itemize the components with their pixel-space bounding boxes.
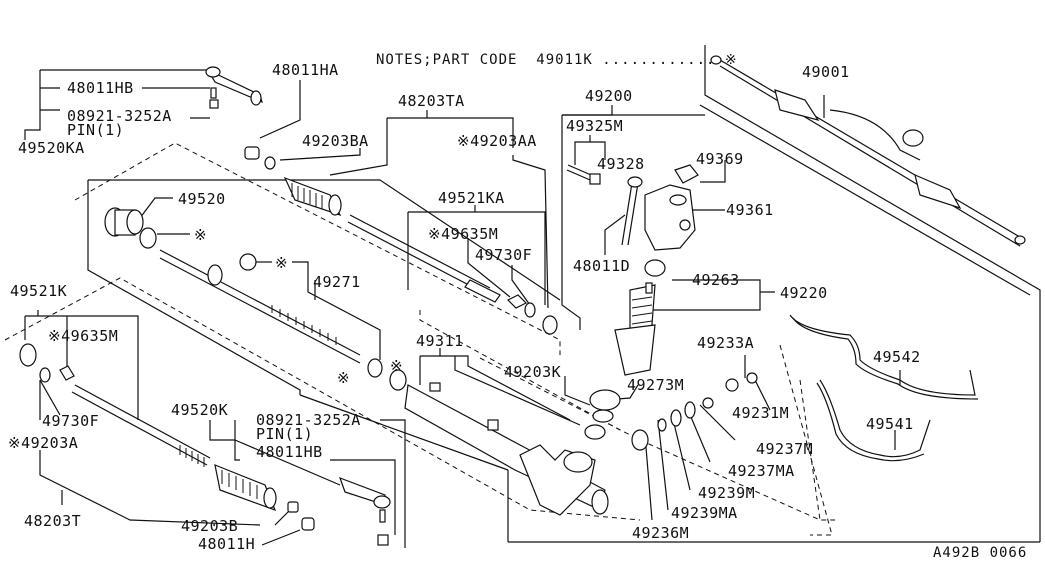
part-code-note: NOTES;PART CODE 49011K ............ ※: [376, 52, 738, 68]
part-label-49521KA[interactable]: 49521KA: [438, 189, 505, 207]
part-label-49730F-left[interactable]: 49730F: [42, 412, 100, 430]
star-marker: ※: [337, 369, 351, 387]
pin-qty-label-bottom: PIN(1): [256, 425, 314, 443]
part-label-49233A[interactable]: 49233A: [697, 334, 755, 352]
part-label-48203T[interactable]: 48203T: [24, 512, 82, 530]
part-label-49239MA[interactable]: 49239MA: [671, 504, 738, 522]
part-label-49200[interactable]: 49200: [585, 87, 633, 105]
part-label-08921-3252A-top[interactable]: 08921-3252A: [67, 107, 172, 125]
part-label-49520[interactable]: 49520: [178, 190, 226, 208]
part-shapes: [19, 55, 1026, 546]
part-label-49203A[interactable]: ※49203A: [8, 434, 79, 452]
star-marker: ※: [390, 357, 404, 375]
star-marker: ※: [275, 254, 289, 272]
part-label-49237MA[interactable]: 49237MA: [728, 462, 795, 480]
part-label-49521K[interactable]: 49521K: [10, 282, 68, 300]
pin-qty-label-top: PIN(1): [67, 121, 125, 139]
frame-lines: [4, 45, 1041, 543]
star-marker: ※: [194, 226, 208, 244]
part-label-49730F-right[interactable]: 49730F: [475, 246, 533, 264]
part-label-49541[interactable]: 49541: [866, 415, 914, 433]
part-label-48011HB-bottom[interactable]: 48011HB: [256, 443, 323, 461]
part-label-49236M[interactable]: 49236M: [632, 524, 690, 542]
part-label-49001[interactable]: 49001: [802, 63, 850, 81]
part-label-48011HA[interactable]: 48011HA: [272, 61, 339, 79]
figure-code: A492B 0066: [933, 545, 1028, 561]
part-label-49361[interactable]: 49361: [726, 201, 774, 219]
part-label-49220[interactable]: 49220: [780, 284, 828, 302]
part-label-49520K[interactable]: 49520K: [171, 401, 229, 419]
part-label-49369[interactable]: 49369: [696, 150, 744, 168]
part-label-49203AA[interactable]: ※49203AA: [457, 132, 537, 150]
part-label-49263[interactable]: 49263: [692, 271, 740, 289]
part-label-49273M[interactable]: 49273M: [627, 376, 685, 394]
part-label-49203B[interactable]: 49203B: [181, 517, 239, 535]
part-label-49203BA[interactable]: 49203BA: [302, 132, 369, 150]
part-label-49325M[interactable]: 49325M: [566, 117, 624, 135]
part-label-49237M[interactable]: 49237M: [756, 440, 814, 458]
part-label-48011H[interactable]: 48011H: [198, 535, 256, 553]
part-label-48011HB-top[interactable]: 48011HB: [67, 79, 134, 97]
part-label-49311[interactable]: 49311: [416, 332, 464, 350]
part-label-08921-3252A-bottom[interactable]: 08921-3252A: [256, 411, 361, 429]
part-label-49635M-right[interactable]: ※49635M: [428, 225, 499, 243]
part-label-49542[interactable]: 49542: [873, 348, 921, 366]
part-label-49635M-left[interactable]: ※49635M: [48, 327, 119, 345]
leader-lines: [24, 69, 901, 548]
part-label-49520KA[interactable]: 49520KA: [18, 139, 85, 157]
part-label-48203TA[interactable]: 48203TA: [398, 92, 465, 110]
part-label-49231M[interactable]: 49231M: [732, 404, 790, 422]
part-label-49239M[interactable]: 49239M: [698, 484, 756, 502]
part-label-49328[interactable]: 49328: [597, 155, 645, 173]
part-label-49271[interactable]: 49271: [313, 273, 361, 291]
part-label-49203K[interactable]: 49203K: [504, 363, 562, 381]
part-label-48011D[interactable]: 48011D: [573, 257, 631, 275]
